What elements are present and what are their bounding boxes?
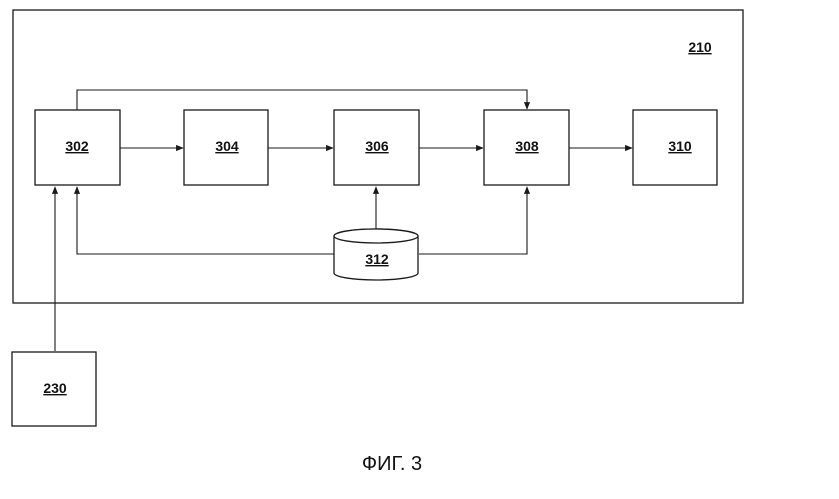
block-306-label: 306 [365, 138, 389, 154]
block-310-label: 310 [668, 138, 692, 154]
block-310: 310 [632, 109, 718, 186]
block-308-label: 308 [515, 138, 539, 154]
block-302: 302 [34, 109, 121, 186]
block-302-label: 302 [65, 138, 89, 154]
block-304: 304 [183, 109, 269, 186]
block-230: 230 [11, 351, 97, 427]
block-304-label: 304 [215, 138, 239, 154]
connector-312-302 [73, 186, 334, 255]
connector-312-308 [419, 186, 531, 255]
block-230-label: 230 [43, 380, 67, 396]
block-306: 306 [333, 109, 420, 186]
block-308: 308 [483, 109, 570, 186]
system-label-210: 210 [688, 39, 712, 55]
database-312: 312 [333, 228, 419, 281]
database-312-label: 312 [365, 251, 389, 267]
system-boundary-210 [12, 9, 744, 304]
figure-caption: ФИГ. 3 [362, 453, 422, 475]
connector-302-bypass-308 [76, 89, 531, 110]
